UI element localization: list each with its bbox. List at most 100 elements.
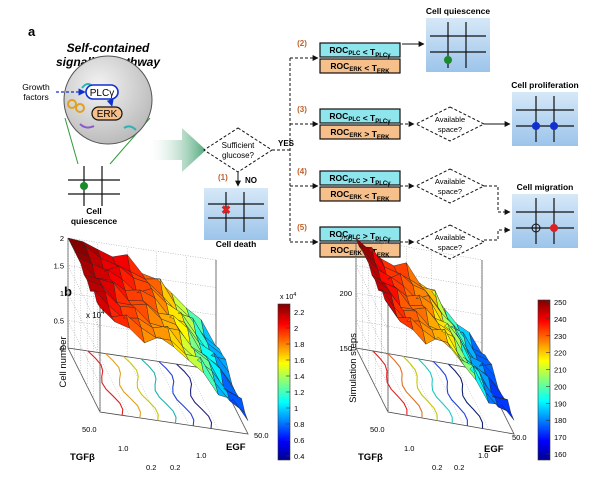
right-contour-3 bbox=[417, 358, 453, 424]
right-floorgrid-4 bbox=[406, 356, 439, 421]
right-contour-1 bbox=[387, 353, 423, 418]
left-floorgrid-8 bbox=[186, 365, 219, 430]
step-1-label: (1) bbox=[218, 173, 228, 182]
outcome-proliferation-grid bbox=[516, 96, 574, 142]
branch-3-erk-text: ROCERK > TERK bbox=[330, 127, 390, 141]
left-zlabel: Cell number bbox=[58, 336, 69, 387]
left-surface-cell bbox=[141, 273, 161, 280]
right-cb-ticks-label-1: 240 bbox=[554, 315, 567, 324]
death-cross-icon: ✖ bbox=[221, 203, 231, 217]
outcome-migration-label: Cell migration bbox=[517, 182, 574, 192]
right-ytick-1: 1.0 bbox=[404, 444, 414, 453]
right-xtick-02: 0.2 bbox=[454, 463, 464, 472]
quiescent-cell-dot bbox=[80, 182, 88, 190]
left-ztick-0: 0 bbox=[60, 344, 64, 353]
molecule-squiggle-purple bbox=[79, 123, 95, 129]
left-z-ticks: 00.511.52 bbox=[54, 234, 64, 353]
left-xtick-1: 1.0 bbox=[196, 451, 206, 460]
right-cb-ticks-label-5: 200 bbox=[554, 382, 567, 391]
left-ztick-4: 2 bbox=[60, 234, 64, 243]
right-cb-ticks-label-6: 190 bbox=[554, 399, 567, 408]
left-contour-1 bbox=[105, 353, 142, 418]
arrow-row5-to-migration bbox=[484, 227, 511, 241]
right-ytick-50: 50.0 bbox=[370, 425, 385, 434]
right-floorgrid-8 bbox=[456, 365, 489, 430]
branch-2-plc-text: ROCPLC < TPLCγ bbox=[329, 45, 391, 59]
outcome-quiescence-label: Cell quiescence bbox=[426, 6, 491, 16]
left-yaxis-label: TGFβ bbox=[70, 452, 95, 463]
left-colorbar bbox=[277, 303, 291, 461]
right-yaxis-label: TGFβ bbox=[358, 452, 383, 463]
right-ytick-02: 0.2 bbox=[432, 463, 442, 472]
branch-4-space-line1: Available bbox=[435, 177, 465, 186]
step-3-label: (3) bbox=[297, 105, 307, 114]
branch-2-plc-box bbox=[319, 42, 401, 58]
right-cb-ticks-label-0: 250 bbox=[554, 298, 567, 307]
migration-origin-cell bbox=[531, 223, 541, 233]
left-cell-grid bbox=[68, 166, 120, 206]
left-cb-ticks-label-3: 1.6 bbox=[294, 356, 304, 365]
branch-4-space-diamond bbox=[414, 168, 486, 204]
left-ztick-3: 1.5 bbox=[54, 262, 64, 271]
left-colorbar-ticks: 2.221.81.61.41.210.80.60.4 bbox=[286, 308, 304, 461]
proliferation-cell-2 bbox=[550, 122, 558, 130]
left-xtick-50: 50.0 bbox=[254, 431, 269, 440]
right-contour-2 bbox=[402, 355, 438, 421]
outcome-quiescence-panel bbox=[426, 18, 490, 72]
left-contour-3 bbox=[140, 358, 177, 424]
right-floorgrid-0 bbox=[355, 347, 389, 413]
left-contour-2 bbox=[122, 355, 159, 421]
right-ztick-2: 250 bbox=[339, 234, 352, 243]
branch-3-space-line2: space? bbox=[438, 125, 462, 134]
migration-moved-cell bbox=[550, 224, 558, 232]
right-z-ticks: 150 200 250 bbox=[339, 234, 352, 353]
right-ztick-0: 150 bbox=[339, 344, 352, 353]
right-surface-cell bbox=[497, 404, 515, 421]
right-contour-5 bbox=[448, 363, 484, 429]
step-4-label: (4) bbox=[297, 167, 307, 176]
outcome-proliferation-label: Cell proliferation bbox=[511, 80, 579, 90]
erk-node bbox=[91, 106, 123, 121]
big-flow-arrow bbox=[150, 128, 206, 172]
branch-3-plc-box bbox=[319, 108, 401, 124]
cell-death-grid bbox=[208, 192, 264, 232]
right-cb-ticks-label-8: 170 bbox=[554, 433, 567, 442]
left-ytick-02: 0.2 bbox=[146, 463, 156, 472]
left-contour-0 bbox=[87, 350, 124, 416]
right-ztick-1: 200 bbox=[339, 289, 352, 298]
branch-2-erk-text: ROCERK < TERK bbox=[330, 61, 390, 75]
plc-to-erk-arrow bbox=[106, 98, 114, 107]
right-plot bbox=[355, 237, 515, 435]
branch-4-plc-box bbox=[319, 170, 401, 186]
pathway-title-line1: Self-contained bbox=[67, 41, 150, 55]
left-ztick-2: 1 bbox=[60, 289, 64, 298]
left-quiescence-line2: quiescence bbox=[71, 216, 118, 226]
growth-factors-line2: factors bbox=[23, 92, 49, 102]
left-xtick-02: 0.2 bbox=[170, 463, 180, 472]
left-cb-ticks-label-6: 1 bbox=[294, 404, 298, 413]
right-contour-0 bbox=[372, 350, 408, 416]
left-cb-ticks-label-2: 1.8 bbox=[294, 340, 304, 349]
right-cb-ticks-label-7: 180 bbox=[554, 416, 567, 425]
right-floorgrid-2 bbox=[381, 352, 414, 417]
proliferation-cell-1 bbox=[532, 122, 540, 130]
right-cb-ticks-label-3: 220 bbox=[554, 349, 567, 358]
left-floorgrid-2 bbox=[97, 352, 130, 417]
left-cb-ticks-label-8: 0.6 bbox=[294, 436, 304, 445]
growth-factors-line1: Growth bbox=[22, 82, 50, 92]
molecule-squiggle-teal bbox=[123, 125, 137, 131]
step-5-label: (5) bbox=[297, 223, 307, 232]
branch-3-space-line1: Available bbox=[435, 115, 465, 124]
left-contour-5 bbox=[176, 363, 213, 429]
left-ytick-50: 50.0 bbox=[82, 425, 97, 434]
outcome-quiescence-cell bbox=[444, 56, 452, 64]
step-2-label: (2) bbox=[297, 39, 307, 48]
glucose-question-line1: Sufficient bbox=[222, 141, 256, 150]
right-cb-ticks-label-9: 160 bbox=[554, 450, 567, 459]
glucose-decision-diamond bbox=[203, 127, 273, 173]
branch-3-space-diamond bbox=[414, 106, 486, 142]
cell-death-panel bbox=[204, 188, 268, 240]
